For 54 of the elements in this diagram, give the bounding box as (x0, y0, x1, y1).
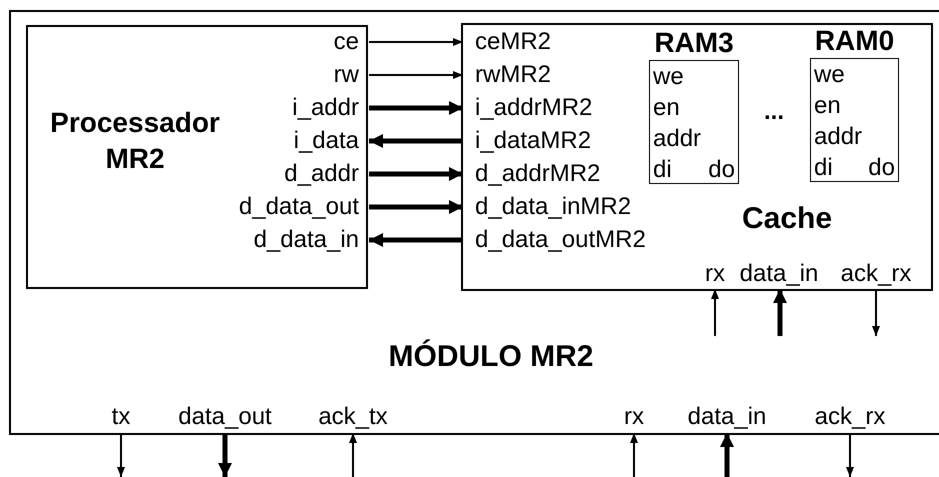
port-label: d_data_in (200, 225, 369, 255)
port-label: d_data_out (200, 192, 369, 222)
cache-block (461, 23, 933, 291)
port-label: i_dataMR2 (463, 126, 643, 156)
port-label: addr (814, 123, 862, 151)
module-boundary (9, 10, 939, 435)
port-label: ce (200, 27, 369, 57)
port-label: data_in (735, 261, 823, 289)
signal-arrow (711, 289, 719, 336)
signal-arrow (630, 433, 638, 477)
port-label: di (814, 154, 833, 182)
signal-arrow (349, 433, 357, 477)
port-label: ceMR2 (463, 27, 643, 57)
port-label: en (653, 94, 680, 122)
signal-arrow (369, 167, 463, 181)
module-title: MÓDULO MR2 (388, 339, 594, 375)
port-label: do (708, 156, 735, 184)
signal-arrow (369, 134, 463, 148)
port-label: d_data_outMR2 (463, 225, 643, 255)
signal-arrow (846, 433, 854, 477)
port-label: i_addrMR2 (463, 93, 643, 123)
port-label: data_in (683, 404, 771, 433)
port-label: en (814, 92, 841, 120)
port-label: rwMR2 (463, 60, 643, 90)
signal-arrow (117, 433, 125, 477)
signal-arrow (369, 71, 463, 79)
port-label: we (653, 63, 684, 91)
signal-arrow (720, 433, 734, 477)
processor-block (26, 25, 368, 289)
signal-arrow (773, 289, 787, 336)
ellipsis-label: ... (764, 97, 784, 127)
port-label: ack_rx (835, 261, 917, 289)
signal-arrow (218, 433, 232, 477)
port-label: ack_tx (315, 404, 391, 433)
block-title: Cache (742, 201, 832, 237)
memory-title: RAM0 (814, 24, 894, 58)
port-label: we (814, 61, 845, 89)
port-label: di (653, 156, 672, 184)
port-label: do (868, 154, 895, 182)
port-label: rx (702, 261, 728, 289)
signal-arrow (369, 101, 463, 115)
signal-arrow (369, 233, 463, 247)
signal-arrow (369, 200, 463, 214)
port-label: addr (653, 125, 702, 153)
memory-title: RAM3 (654, 26, 734, 60)
port-label: data_out (176, 404, 274, 433)
signal-arrow (872, 289, 880, 336)
port-label: rx (621, 404, 647, 433)
signal-arrow (369, 38, 463, 46)
port-label: d_addrMR2 (463, 159, 643, 189)
port-label: ack_rx (809, 404, 891, 433)
port-label: rw (200, 60, 369, 90)
port-label: d_data_inMR2 (463, 192, 643, 222)
port-label: tx (108, 404, 134, 433)
